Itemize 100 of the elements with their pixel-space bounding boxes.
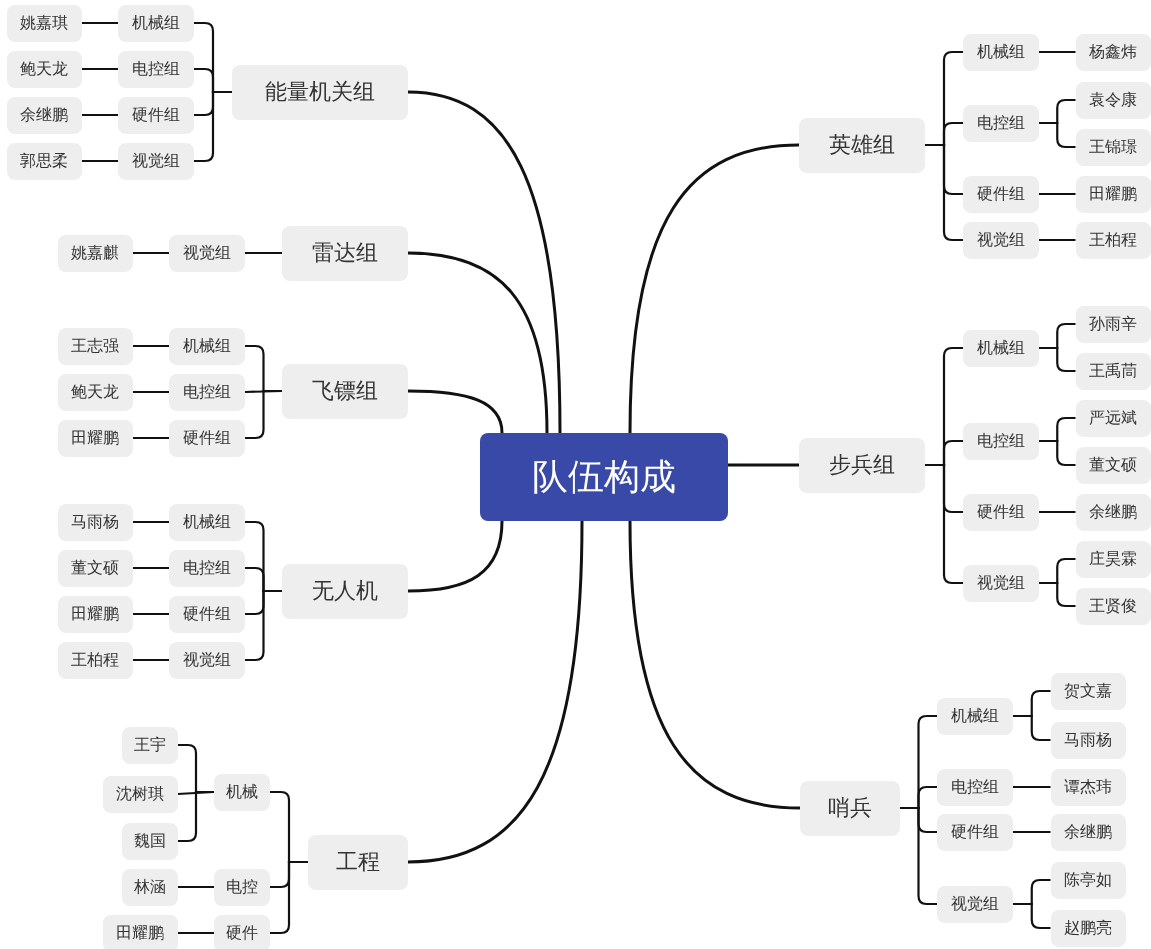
subtopic-box: 余继鹏 bbox=[6, 96, 82, 134]
connector-line bbox=[628, 143, 800, 434]
connector-line bbox=[132, 436, 169, 440]
connector-line bbox=[1039, 192, 1076, 196]
subtopic-box: 电控组 bbox=[118, 50, 194, 88]
subtopic-box: 严远斌 bbox=[1075, 399, 1151, 437]
connector-line bbox=[132, 566, 169, 570]
connector-line bbox=[81, 113, 118, 117]
connector-line bbox=[407, 389, 504, 434]
connector-line bbox=[1039, 439, 1076, 467]
main-topic-box: 无人机 bbox=[282, 563, 408, 619]
connector-line bbox=[728, 463, 799, 467]
subtopic-box: 电控组 bbox=[169, 549, 245, 587]
connector-line bbox=[925, 143, 963, 242]
subtopic-box: 硬件组 bbox=[963, 493, 1039, 531]
subtopic-box: 王宇 bbox=[122, 726, 178, 764]
subtopic-box: 硬件组 bbox=[169, 419, 245, 457]
subtopic-box: 田耀鹏 bbox=[1075, 175, 1151, 213]
connector-line bbox=[178, 885, 214, 889]
subtopic-box: 赵鹏亮 bbox=[1050, 909, 1126, 947]
subtopic-box: 马雨杨 bbox=[57, 503, 133, 541]
subtopic-box: 机械组 bbox=[118, 4, 194, 42]
subtopic-box: 硬件组 bbox=[118, 96, 194, 134]
connector-line bbox=[1039, 346, 1076, 373]
connector-line bbox=[81, 21, 118, 25]
subtopic-box: 机械组 bbox=[937, 697, 1013, 735]
subtopic-box: 姚嘉琪 bbox=[6, 4, 82, 42]
subtopic-box: 庄昊霖 bbox=[1075, 540, 1151, 578]
subtopic-box: 王锦璟 bbox=[1075, 128, 1151, 166]
subtopic-box: 余继鹏 bbox=[1075, 493, 1151, 531]
connector-line bbox=[132, 658, 169, 662]
subtopic-box: 电控组 bbox=[169, 373, 245, 411]
subtopic-box: 硬件组 bbox=[937, 813, 1013, 851]
connector-line bbox=[245, 251, 282, 255]
connector-line bbox=[1039, 121, 1076, 149]
connector-line bbox=[1013, 830, 1051, 834]
subtopic-box: 电控 bbox=[214, 868, 270, 906]
connector-line bbox=[1039, 238, 1076, 242]
subtopic-box: 机械组 bbox=[963, 329, 1039, 367]
main-topic-box: 工程 bbox=[308, 834, 408, 890]
subtopic-box: 贺文嘉 bbox=[1050, 672, 1126, 710]
connector-line bbox=[132, 612, 169, 616]
main-topic-box: 雷达组 bbox=[282, 225, 408, 281]
central-topic-box: 队伍构成 bbox=[480, 433, 728, 521]
connector-line bbox=[132, 344, 169, 348]
subtopic-box: 王柏程 bbox=[1075, 221, 1151, 259]
subtopic-box: 电控组 bbox=[963, 422, 1039, 460]
connector-line bbox=[270, 860, 308, 935]
subtopic-box: 董文硕 bbox=[57, 549, 133, 587]
connector-line bbox=[194, 90, 232, 163]
main-topic-box: 步兵组 bbox=[799, 437, 925, 493]
main-topic-box: 飞镖组 bbox=[282, 363, 408, 419]
subtopic-box: 王禹茼 bbox=[1075, 352, 1151, 390]
subtopic-box: 视觉组 bbox=[169, 641, 245, 679]
subtopic-box: 董文硕 bbox=[1075, 446, 1151, 484]
connector-line bbox=[407, 90, 562, 434]
connector-line bbox=[1039, 581, 1076, 608]
connector-line bbox=[81, 159, 118, 163]
connector-line bbox=[925, 463, 963, 585]
connector-line bbox=[132, 390, 169, 394]
subtopic-box: 陈亭如 bbox=[1050, 861, 1126, 899]
subtopic-box: 机械组 bbox=[963, 33, 1039, 71]
connector-line bbox=[407, 520, 584, 864]
subtopic-box: 硬件 bbox=[214, 914, 270, 949]
connector-line bbox=[628, 520, 801, 810]
subtopic-box: 机械组 bbox=[169, 327, 245, 365]
connector-line bbox=[1039, 50, 1076, 54]
subtopic-box: 马雨杨 bbox=[1050, 721, 1126, 759]
subtopic-box: 机械 bbox=[214, 773, 270, 811]
subtopic-box: 鲍天龙 bbox=[57, 373, 133, 411]
connector-line bbox=[1039, 510, 1076, 514]
subtopic-box: 电控组 bbox=[963, 104, 1039, 142]
subtopic-box: 孙雨辛 bbox=[1075, 305, 1151, 343]
subtopic-box: 王志强 bbox=[57, 327, 133, 365]
subtopic-box: 机械组 bbox=[169, 503, 245, 541]
connector-line bbox=[407, 251, 549, 434]
connector-line bbox=[132, 251, 169, 255]
subtopic-box: 电控组 bbox=[937, 768, 1013, 806]
main-topic-box: 哨兵 bbox=[800, 780, 900, 836]
subtopic-box: 魏国 bbox=[122, 822, 178, 860]
connector-line bbox=[81, 67, 118, 71]
subtopic-box: 视觉组 bbox=[963, 221, 1039, 259]
subtopic-box: 郭思柔 bbox=[6, 142, 82, 180]
subtopic-box: 视觉组 bbox=[169, 234, 245, 272]
main-topic-box: 能量机关组 bbox=[232, 64, 408, 120]
subtopic-box: 视觉组 bbox=[118, 142, 194, 180]
subtopic-box: 田耀鹏 bbox=[102, 914, 178, 949]
subtopic-box: 硬件组 bbox=[963, 175, 1039, 213]
main-topic-box: 英雄组 bbox=[799, 117, 925, 173]
connector-line bbox=[177, 931, 214, 935]
subtopic-box: 田耀鹏 bbox=[57, 595, 133, 633]
subtopic-box: 姚嘉麒 bbox=[57, 234, 133, 272]
subtopic-box: 鲍天龙 bbox=[6, 50, 82, 88]
subtopic-box: 硬件组 bbox=[169, 595, 245, 633]
connector-line bbox=[132, 520, 169, 524]
subtopic-box: 沈树琪 bbox=[102, 775, 178, 813]
subtopic-box: 王柏程 bbox=[57, 641, 133, 679]
subtopic-box: 余继鹏 bbox=[1050, 813, 1126, 851]
subtopic-box: 王贤俊 bbox=[1075, 587, 1151, 625]
connector-line bbox=[407, 520, 504, 593]
